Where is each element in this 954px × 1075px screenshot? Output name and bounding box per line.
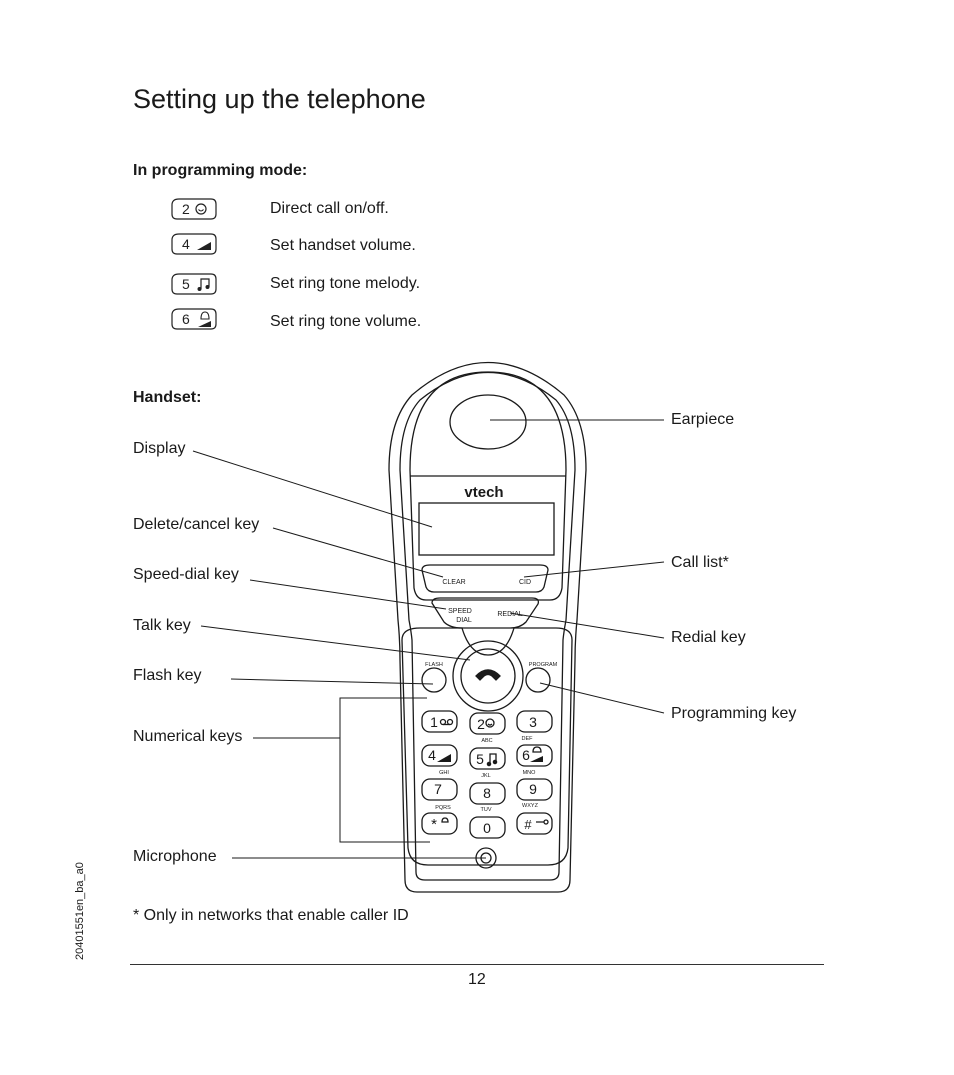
letters-wxyz: WXYZ <box>522 803 539 809</box>
redial-label: REDIAL <box>497 611 522 618</box>
page-title: Setting up the telephone <box>133 84 426 114</box>
programming-desc-4: Set ring tone volume. <box>270 313 422 330</box>
key-5-music-note-icon: 5 <box>171 273 217 295</box>
key-6 <box>516 744 553 767</box>
dial-label: DIAL <box>456 617 472 624</box>
clear-label: CLEAR <box>442 579 465 586</box>
display-screen <box>418 502 555 556</box>
label-speed-dial: Speed-dial key <box>133 566 239 583</box>
programming-desc-3: Set ring tone melody. <box>270 275 421 292</box>
volume-icon <box>437 754 451 762</box>
svg-text:6: 6 <box>182 311 190 327</box>
key-0 <box>469 816 506 839</box>
handset-heading: Handset: <box>133 389 202 406</box>
key-2 <box>469 712 506 735</box>
talk-phone-icon <box>475 669 501 681</box>
label-numerical: Numerical keys <box>133 728 243 745</box>
leader-speed-dial <box>249 579 447 610</box>
leader-programming <box>539 682 665 714</box>
letters-abc: ABC <box>481 738 492 744</box>
key-8-label: 8 <box>483 785 491 801</box>
direct-call-icon <box>485 718 495 728</box>
label-display: Display <box>133 440 186 457</box>
key-5 <box>469 747 506 770</box>
earpiece <box>449 394 527 450</box>
leader-talk <box>200 625 471 661</box>
svg-text:4: 4 <box>182 236 190 252</box>
letters-jkl: JKL <box>481 773 490 779</box>
leader-delete-cancel <box>272 527 444 578</box>
key-4-volume-icon: 4 <box>171 233 217 255</box>
leader-display <box>192 450 433 528</box>
key-6-bell-volume-icon: 6 <box>171 308 217 330</box>
key-star-label: * <box>431 816 437 833</box>
footnote: * Only in networks that enable caller ID <box>133 907 409 924</box>
key-5-label: 5 <box>476 751 484 767</box>
label-programming: Programming key <box>671 705 797 722</box>
key-7 <box>421 778 458 801</box>
key-3 <box>516 710 553 733</box>
brand-logo: vtech <box>464 484 503 501</box>
footer-rule <box>130 964 824 965</box>
music-note-icon <box>489 753 497 764</box>
key-hash-label: # <box>524 817 532 832</box>
leader-redial <box>509 612 665 639</box>
letters-tuv: TUV <box>481 807 492 813</box>
talk-key <box>460 648 516 704</box>
label-redial: Redial key <box>671 629 746 646</box>
voicemail-icon <box>439 718 447 726</box>
label-talk: Talk key <box>133 617 191 634</box>
label-earpiece: Earpiece <box>671 411 735 428</box>
clear-cid-key <box>421 564 549 593</box>
label-call-list: Call list* <box>671 554 729 571</box>
key-1 <box>421 710 458 733</box>
speed-label: SPEED <box>448 608 472 615</box>
flash-label: FLASH <box>425 662 443 668</box>
letters-ghi: GHI <box>439 770 449 776</box>
key-9-label: 9 <box>529 781 537 797</box>
key-3-label: 3 <box>529 714 537 730</box>
document-id: 20401551en_ba_a0 <box>74 862 86 960</box>
key-0-label: 0 <box>483 820 491 836</box>
program-key <box>525 667 551 693</box>
label-flash: Flash key <box>133 667 202 684</box>
programming-desc-2: Set handset volume. <box>270 237 416 254</box>
key-7-label: 7 <box>434 781 442 797</box>
key-hash <box>516 812 553 835</box>
leader-flash <box>230 678 434 685</box>
key-star <box>421 812 458 835</box>
svg-text:2: 2 <box>182 201 190 217</box>
speed-redial-key <box>431 597 540 629</box>
flash-key <box>421 667 447 693</box>
letters-def: DEF <box>522 736 534 742</box>
label-delete-cancel: Delete/cancel key <box>133 516 260 533</box>
label-microphone: Microphone <box>133 848 217 865</box>
programming-heading: In programming mode: <box>133 162 308 179</box>
leader-call-list <box>523 561 665 578</box>
cid-label: CID <box>519 579 531 586</box>
key-9 <box>516 778 553 801</box>
key-8 <box>469 782 506 805</box>
handset-body-outline <box>388 361 587 893</box>
program-label: PROGRAM <box>529 662 558 668</box>
page-number: 12 <box>468 971 486 988</box>
leader-numerical <box>253 697 427 739</box>
bell-icon <box>532 746 542 753</box>
svg-text:5: 5 <box>182 276 190 292</box>
key-lock-icon <box>536 819 549 825</box>
key-4-label: 4 <box>428 747 436 763</box>
letters-pqrs: PQRS <box>435 805 451 811</box>
letters-mno: MNO <box>523 770 537 776</box>
key-4 <box>421 744 458 767</box>
key-1-label: 1 <box>430 714 438 730</box>
key-6-label: 6 <box>522 747 530 763</box>
key-2-direct-call-icon: 2 <box>171 198 217 220</box>
bell-icon-star <box>441 817 449 823</box>
programming-desc-1: Direct call on/off. <box>270 200 389 217</box>
key-2-label: 2 <box>477 716 485 732</box>
